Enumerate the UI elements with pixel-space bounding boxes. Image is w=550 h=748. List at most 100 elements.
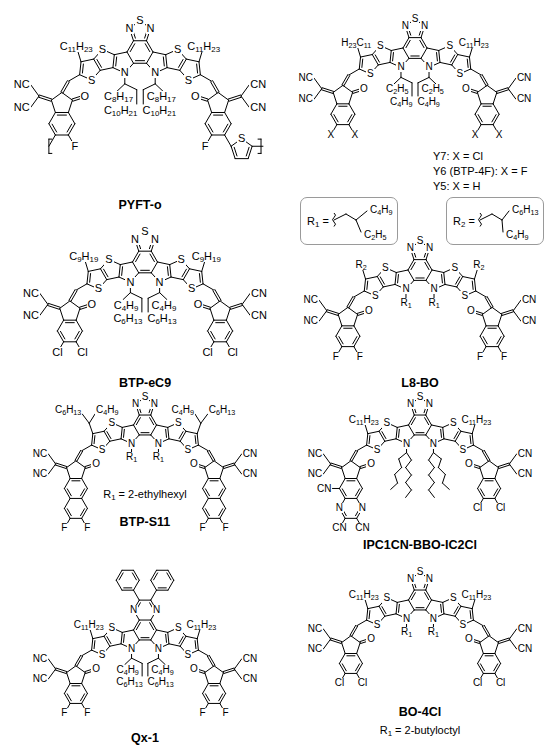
bond-line [226,331,232,342]
atom-label: N [402,439,411,449]
bond-line [135,60,144,61]
bond-line [168,580,174,590]
bond-line [483,653,495,654]
bond-line [226,308,230,320]
bond-line [475,104,481,114]
bond-line [406,468,412,475]
bond-line [443,427,444,438]
atom-label: NC [298,73,314,83]
bond-line [357,445,367,451]
bond-line [110,644,121,646]
bond-line [81,509,85,516]
bond-line [411,418,415,425]
bond-line [397,425,408,427]
bond-line [396,602,397,613]
bond-line [495,468,499,479]
bond-line [492,214,502,220]
bond-line [57,320,63,331]
atom-label: N [130,234,140,245]
bond-line [502,211,509,220]
bond-line [357,643,361,654]
bond-line [420,40,424,47]
bond-line [122,590,134,591]
bond-line [49,135,56,146]
atom-label: O [464,634,474,644]
atom-label: S [373,620,382,630]
bond-line [219,694,223,701]
bond-line [380,277,384,284]
atom-label: X [351,130,360,140]
bond-line [88,269,100,272]
bond-line [77,451,83,461]
bond-line [208,478,220,479]
note-text: R1 = 2-ethylhexyl [102,489,188,500]
bond-line [134,40,147,41]
bond-line [60,331,64,339]
bond-line [477,85,487,92]
atom-label: S [366,69,375,79]
bond-line [426,260,432,270]
bond-line [60,308,64,320]
bond-line [214,320,227,321]
atom-label: S [98,445,107,455]
bond-line [357,663,363,673]
bond-line [139,415,151,416]
bond-line [429,483,435,490]
atom-label: NC [13,102,31,113]
bond-line [433,453,441,459]
compound-name: PYFT-o [118,199,163,212]
note-text: Y5: X = H [432,181,481,192]
bond-line [214,115,223,116]
bond-line [338,314,342,325]
bond-line [478,654,484,664]
bond-line [416,607,424,608]
atom-label: R1 [427,627,440,637]
bond-line [351,636,360,643]
atom-label: N [154,439,163,449]
bond-line [81,694,85,701]
atom-label: S [173,44,182,55]
bond-line [349,92,353,103]
atom-label: F [500,352,508,362]
bond-line [114,52,127,55]
atom-label: S [94,283,103,294]
bond-line [336,336,342,346]
bond-line [55,465,66,469]
bond-line [494,489,498,496]
bond-line [151,590,157,600]
bond-line [199,62,200,75]
bond-line [234,464,241,474]
bond-line [496,88,507,92]
bond-line [82,64,84,73]
atom-label: C4H9 [416,97,440,107]
bond-line [155,84,163,91]
bond-line [127,52,134,63]
bond-line [220,693,226,703]
atom-label: F [83,523,91,533]
bond-line [331,114,337,124]
bond-line [497,337,501,344]
bond-line [492,115,496,122]
atom-label: N [150,234,160,245]
atom-label: S [98,44,107,55]
bond-line [150,418,154,425]
bond-line [121,632,122,643]
atom-label: F [60,708,68,718]
atom-label: O [189,664,199,674]
bond-line [398,429,400,437]
bond-line [82,479,88,489]
bond-line [483,106,491,107]
bond-line [151,620,157,630]
bond-line [432,600,443,602]
bond-line [68,75,79,82]
bond-line [416,432,424,433]
bond-line [339,337,343,344]
bond-line [40,304,48,315]
bond-line [154,573,158,580]
atom-label: C6H13 [147,313,178,324]
bond-line [117,84,125,91]
atom-label: Cl [226,347,238,358]
bond-line [478,488,484,498]
atom-label: C4H9 [113,300,140,311]
atom-label: N [127,644,136,654]
